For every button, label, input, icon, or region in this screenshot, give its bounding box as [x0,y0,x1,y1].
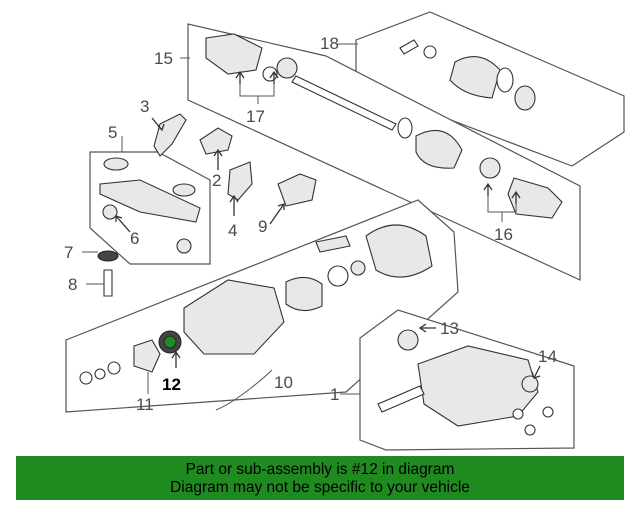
callout-4: 4 [228,221,237,240]
leader-16 [487,184,517,222]
panel-1 [359,309,575,451]
flange-part [285,276,323,312]
panel-15-frame [187,23,581,281]
arrow-3 [151,117,165,132]
gear-case-part [365,224,433,278]
callout-13: 13 [440,319,459,338]
differential-case-part [417,345,539,427]
arrow-14 [531,365,541,379]
arrow-17b [269,70,279,84]
bolt-8-part [103,269,113,297]
arrow-9 [269,203,285,225]
arrow-4 [229,194,239,216]
callout-1: 1 [330,385,339,404]
callout-11: 11 [136,395,154,414]
bracket-2-part [199,127,233,155]
bracket-9-part [277,173,317,207]
bushing-top-part [103,157,129,171]
plate-part [315,235,351,253]
housing-part [183,279,285,355]
arrow-12 [171,350,181,368]
outer-tripod-part [479,157,501,179]
callout-15: 15 [154,49,173,68]
crossmember-part [99,179,201,223]
seal-ring-part [327,265,349,287]
nut-b-part [107,361,121,375]
callout-18: 18 [320,34,339,53]
small-ring-part [350,260,366,276]
bolt-a-part [512,408,524,420]
arrow-2 [213,148,223,170]
tripod-part [276,57,298,79]
arrow-6 [115,215,131,233]
arrow-16a [483,182,493,196]
boot-clamp-part [399,39,419,55]
part-info-banner: Part or sub-assembly is #12 in diagram D… [16,456,624,500]
bushing-right-part [172,183,196,197]
nut-part [176,238,192,254]
callout-9: 9 [258,217,267,236]
inner-joint-part [205,33,263,75]
seal-14-part [521,375,539,393]
seal-13-part [397,329,419,351]
bolt-b-part [524,424,536,436]
seal-12-highlight [163,335,177,349]
panel-15 [187,23,581,281]
callout-6: 6 [130,229,139,248]
callout-7: 7 [64,243,73,262]
washer-a-part [94,368,106,380]
banner-line-1: Part or sub-assembly is #12 in diagram [185,461,455,478]
arrow-16b [511,190,521,204]
callout-8: 8 [68,275,77,294]
callout-3: 3 [140,97,149,116]
callout-12-highlighted: 12 [162,375,181,394]
boot-band-part [514,85,536,111]
callout-5: 5 [108,123,117,142]
dust-cover-11-part [133,339,161,373]
panel-5 [89,151,211,265]
boot-part [449,56,501,99]
bushing-bolt-part [102,204,118,220]
callout-10: 10 [274,373,293,392]
shaft-part [291,75,397,131]
nut-a-part [79,371,93,385]
arrow-17a [235,70,245,84]
boot-ring-part [496,67,514,93]
inner-boot-part [415,129,463,169]
callout-14: 14 [538,347,557,366]
shaft-clip-part [397,117,413,139]
bracket-4-part [227,161,253,201]
bracket-3-part [153,113,187,157]
panel-18 [355,11,625,167]
arrow-13 [418,323,436,333]
bolt-c-part [542,406,554,418]
callout-16: 16 [494,225,513,244]
outer-joint-part [507,177,563,219]
washer-7-part [97,250,119,262]
snap-ring-part [423,45,437,59]
banner-line-2: Diagram may not be specific to your vehi… [170,479,470,496]
leader-10 [215,369,273,411]
callout-17: 17 [246,107,265,126]
callout-2: 2 [212,171,221,190]
leader-17 [239,74,275,104]
pinion-shaft-part [377,385,425,413]
